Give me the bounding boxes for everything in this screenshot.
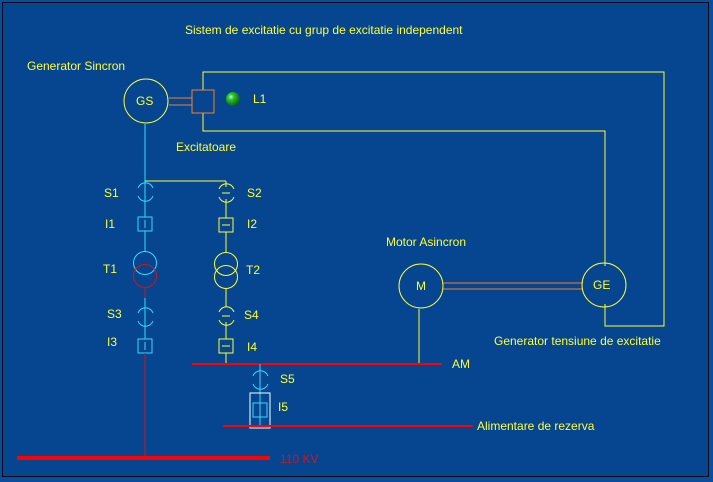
switch-s2[interactable] bbox=[218, 183, 235, 218]
motor-m-symbol[interactable] bbox=[398, 263, 444, 309]
motor-symbol-text: M bbox=[416, 279, 426, 293]
t2-label: T2 bbox=[246, 263, 261, 277]
transformer-t1[interactable] bbox=[133, 251, 157, 288]
gs-generator-symbol[interactable] bbox=[123, 78, 169, 124]
t1-label: T1 bbox=[103, 262, 118, 276]
gs-label: Generator Sincron bbox=[27, 59, 126, 73]
ge-generator-symbol[interactable] bbox=[581, 262, 627, 308]
ge-label: Generator tensiune de excitatie bbox=[494, 334, 661, 348]
s2-label: S2 bbox=[247, 186, 262, 200]
excitation-loop-outer bbox=[202, 71, 665, 327]
diagram-frame bbox=[2, 2, 709, 477]
switch-s5[interactable] bbox=[252, 370, 269, 426]
busbar-rezerva-label: Alimentare de rezerva bbox=[477, 419, 595, 433]
s3-label: S3 bbox=[107, 307, 122, 321]
switch-s3[interactable] bbox=[137, 306, 154, 339]
transformer-t2[interactable] bbox=[214, 252, 238, 289]
ge-symbol-text: GE bbox=[593, 278, 611, 292]
diagram-title: Sistem de excitatie cu grup de excitatie… bbox=[185, 23, 463, 37]
i4-label: I4 bbox=[247, 340, 258, 354]
switch-s4[interactable] bbox=[218, 306, 235, 339]
lamp-l1-label: L1 bbox=[253, 92, 267, 106]
breaker-i5-selection bbox=[249, 392, 271, 429]
excitation-loop-inner bbox=[202, 113, 606, 266]
breaker-i2[interactable] bbox=[218, 217, 234, 233]
switch-s1[interactable] bbox=[137, 182, 154, 202]
exciter-label: Excitatoare bbox=[176, 140, 237, 154]
lamp-l1-indicator bbox=[226, 92, 240, 106]
i5-label: I5 bbox=[278, 400, 289, 414]
s1-label: S1 bbox=[104, 186, 119, 200]
busbar-110kv-label: 110 KV bbox=[280, 452, 319, 466]
i3-label: I3 bbox=[107, 335, 118, 349]
breaker-i3[interactable] bbox=[137, 338, 153, 354]
breaker-i5[interactable] bbox=[252, 402, 268, 418]
busbar-am-label: AM bbox=[452, 357, 470, 371]
gs-symbol-text: GS bbox=[136, 94, 154, 108]
s4-label: S4 bbox=[244, 308, 259, 322]
i1-label: I1 bbox=[105, 217, 116, 231]
motor-label: Motor Asincron bbox=[386, 235, 467, 249]
exciter-box[interactable] bbox=[191, 89, 215, 114]
s5-label: S5 bbox=[280, 372, 295, 386]
breaker-i1[interactable] bbox=[137, 216, 153, 232]
i2-label: I2 bbox=[247, 217, 258, 231]
breaker-i4[interactable] bbox=[218, 338, 234, 354]
